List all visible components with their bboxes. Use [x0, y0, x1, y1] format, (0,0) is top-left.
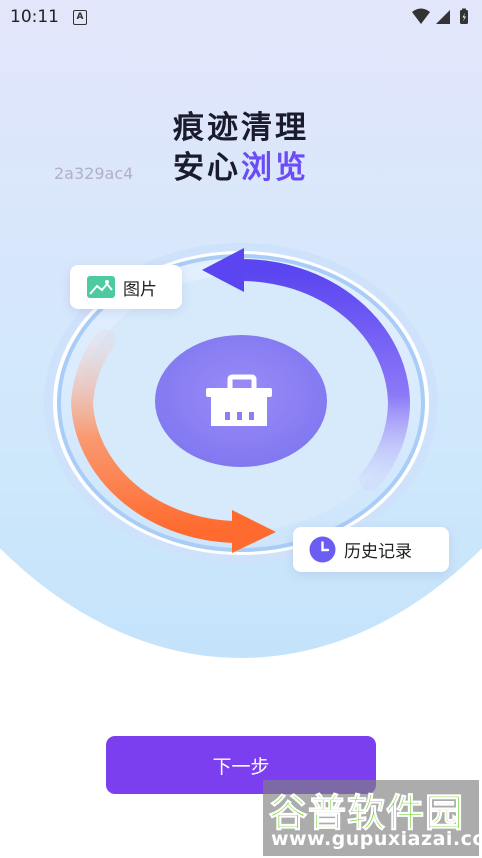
- title-line-1: 痕迹清理: [173, 110, 309, 146]
- blue-arrow-arc: [227, 258, 411, 491]
- image-card-label: 图片: [123, 279, 157, 300]
- image-card: 图片: [70, 265, 182, 309]
- signal-icon: [436, 10, 450, 24]
- blue-arrow-head: [202, 248, 244, 292]
- status-icons: [412, 8, 468, 24]
- page-title: 痕迹清理 安心浏览: [0, 108, 482, 188]
- watermark-title: 谷普软件园: [268, 791, 465, 836]
- basket-icon: [206, 374, 272, 426]
- orange-arrow-head: [232, 510, 276, 553]
- clock-icon: [309, 536, 336, 563]
- site-watermark: 谷普软件园 www.gupuxiazai.com: [263, 780, 482, 856]
- history-card-label: 历史记录: [344, 542, 412, 562]
- title-line-2: 安心浏览: [0, 148, 482, 188]
- orange-arrow-arc: [70, 329, 246, 543]
- battery-icon: [460, 8, 468, 24]
- title-line-2-highlight: 浏览: [241, 150, 309, 186]
- notification-icon: A: [73, 10, 87, 25]
- wifi-icon: [412, 8, 430, 24]
- history-card: 历史记录: [293, 527, 449, 572]
- image-icon: [87, 276, 115, 298]
- title-line-2-plain: 安心: [173, 150, 241, 186]
- status-bar: 10:11 A: [0, 0, 482, 34]
- cleanup-illustration: [44, 243, 438, 563]
- status-time: 10:11: [10, 7, 59, 27]
- watermark-url: www.gupuxiazai.com: [271, 828, 482, 850]
- code-text: 2a329ac4: [54, 164, 134, 183]
